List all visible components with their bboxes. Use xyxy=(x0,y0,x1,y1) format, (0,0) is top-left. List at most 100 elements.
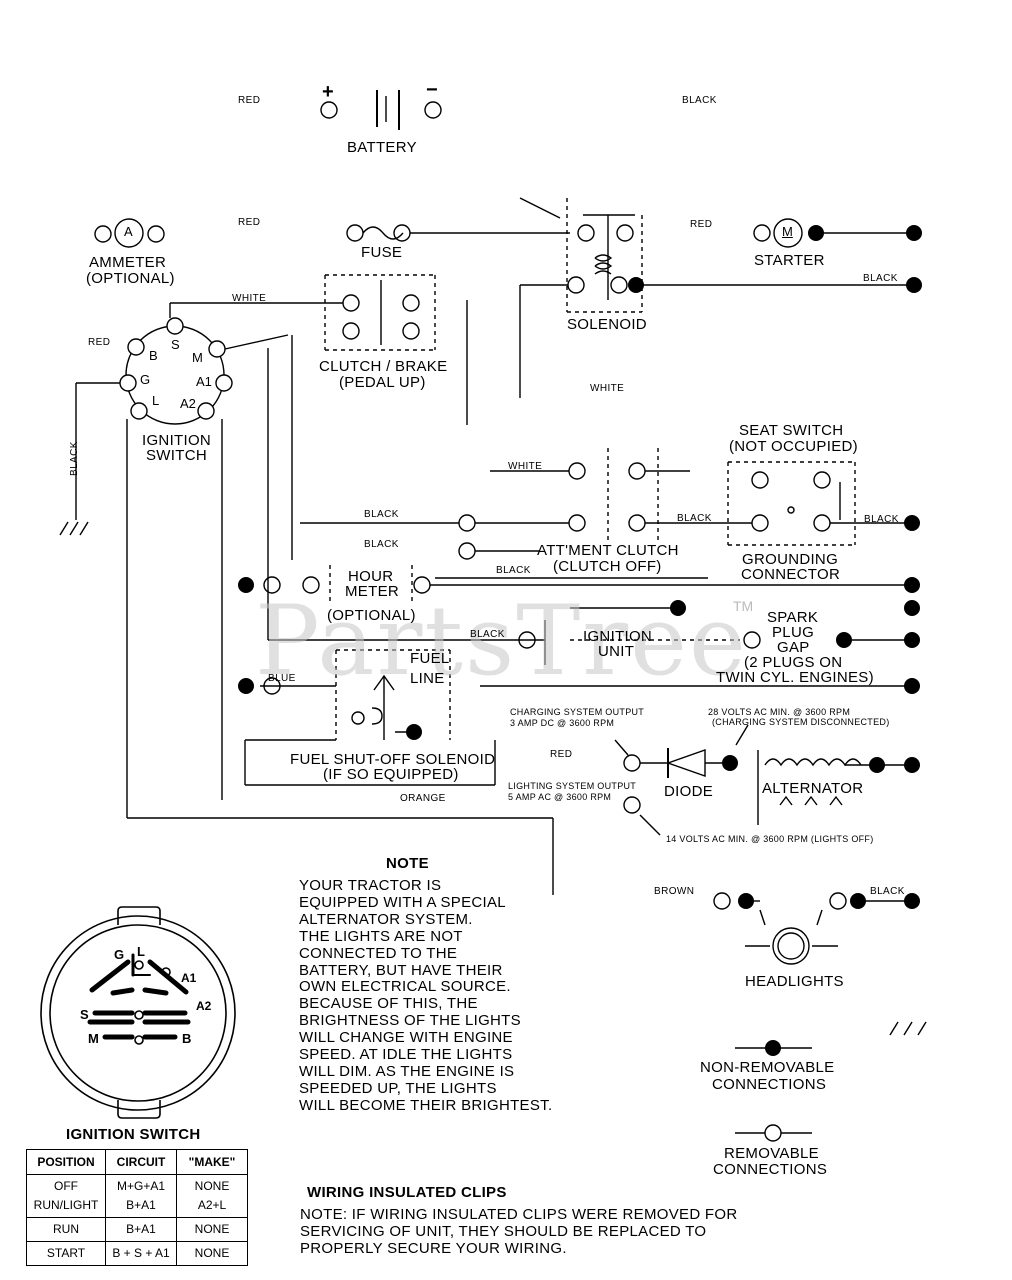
table-cell: B + S + A1 xyxy=(105,1241,177,1266)
headlights-label: HEADLIGHTS xyxy=(745,973,844,990)
terminal-l: L xyxy=(152,393,160,408)
table-cell: START xyxy=(26,1241,106,1266)
switch-letter-a1: A1 xyxy=(181,971,197,985)
wire-label-black-1: BLACK xyxy=(364,509,399,520)
note-line: WILL DIM. AS THE ENGINE IS xyxy=(299,1062,515,1080)
note-line: WILL CHANGE WITH ENGINE xyxy=(299,1029,513,1047)
lighting-output-label: LIGHTING SYSTEM OUTPUT xyxy=(508,781,637,791)
charging-output-label: CHARGING SYSTEM OUTPUT xyxy=(510,707,645,717)
wire-label-black-3: BLACK xyxy=(496,565,531,576)
table-cell: NONE xyxy=(176,1241,248,1266)
fuel-shutoff-solenoid-label: FUEL SHUT-OFF SOLENOID xyxy=(290,751,496,768)
clutch-brake-pedal-label: (PEDAL UP) xyxy=(339,374,426,391)
table-cell-text: M+G+A1 xyxy=(116,1179,166,1193)
volts28-label: 28 VOLTS AC MIN. @ 3600 RPM xyxy=(708,707,851,717)
starter-label: STARTER xyxy=(754,252,825,269)
wire-label-black-2: BLACK xyxy=(364,539,399,550)
wire-label-black-seat-left: BLACK xyxy=(677,513,712,524)
legend-removable-label-2: CONNECTIONS xyxy=(713,1161,828,1178)
table-cell: NONE xyxy=(176,1217,248,1242)
clutch-brake-label: CLUTCH / BRAKE xyxy=(319,358,448,375)
wire-label-red-ignition: RED xyxy=(88,337,111,348)
terminal-b: B xyxy=(149,348,158,363)
wire-label-red-diode: RED xyxy=(550,749,573,760)
note-line: BECAUSE OF THIS, THE xyxy=(299,995,478,1013)
clips-note-line: PROPERLY SECURE YOUR WIRING. xyxy=(300,1239,567,1257)
ammeter-optional-label: (OPTIONAL) xyxy=(86,270,175,287)
clips-note-line: SERVICING OF UNIT, THEY SHOULD BE REPLAC… xyxy=(300,1222,707,1240)
wire-label-brown: BROWN xyxy=(654,886,695,897)
table-header-make: "MAKE" xyxy=(176,1149,248,1175)
terminal-a1: A1 xyxy=(196,374,212,389)
fuel-line-label: FUEL xyxy=(410,650,450,667)
switch-letter-a2: A2 xyxy=(196,999,212,1013)
switch-letter-l: L xyxy=(137,944,145,959)
wire-label-orange: ORANGE xyxy=(400,793,446,804)
grounding-connector-label: GROUNDING xyxy=(742,551,839,568)
note-title: NOTE xyxy=(386,855,429,872)
volts28-condition: (CHARGING SYSTEM DISCONNECTED) xyxy=(712,717,890,727)
note-line: OWN ELECTRICAL SOURCE. xyxy=(299,978,511,996)
ignition-switch-label: IGNITION xyxy=(142,432,212,449)
legend-removable-label: REMOVABLE xyxy=(724,1145,819,1162)
note-line: SPEEDED UP, THE LIGHTS xyxy=(299,1079,497,1097)
diode-label: DIODE xyxy=(664,783,714,800)
alternator-label: ALTERNATOR xyxy=(762,780,864,797)
spark-plug-count-label: (2 PLUGS ON xyxy=(744,654,843,671)
spark-plug-engine-label: TWIN CYL. ENGINES) xyxy=(716,669,874,686)
table-cell: B+A1 xyxy=(105,1217,177,1242)
table-cell-text: RUN/LIGHT xyxy=(33,1198,99,1212)
table-row: RUN B+A1 NONE xyxy=(26,1217,248,1242)
table-cell-text: B+A1 xyxy=(126,1198,156,1212)
battery-label: BATTERY xyxy=(347,139,417,156)
spark-plug-label-2: PLUG xyxy=(772,624,815,641)
note-line: BRIGHTNESS OF THE LIGHTS xyxy=(299,1012,521,1030)
terminal-a2: A2 xyxy=(180,396,196,411)
wire-label-black-starter: BLACK xyxy=(863,273,898,284)
hour-meter-label: HOUR xyxy=(348,568,394,585)
wire-label-black-battery: BLACK xyxy=(682,95,717,106)
legend-non-removable-label-2: CONNECTIONS xyxy=(712,1076,827,1093)
ammeter-letter: A xyxy=(124,224,133,239)
clips-note: NOTE: IF WIRING INSULATED CLIPS WERE REM… xyxy=(300,1206,738,1257)
terminal-m: M xyxy=(192,350,203,365)
fuel-shutoff-equipped-label: (IF SO EQUIPPED) xyxy=(323,766,459,783)
legend-non-removable-label: NON-REMOVABLE xyxy=(700,1059,835,1076)
watermark-trademark: TM xyxy=(733,598,754,614)
table-header-circuit: CIRCUIT xyxy=(105,1149,177,1175)
watermark: PartsTree xyxy=(255,585,748,697)
ammeter-label: AMMETER xyxy=(89,254,167,271)
ignition-unit-label-2: UNIT xyxy=(598,643,635,660)
spark-plug-gap-label: GAP xyxy=(777,639,810,656)
terminal-g: G xyxy=(140,372,151,387)
grounding-connector-label-2: CONNECTOR xyxy=(741,566,841,583)
clips-note-line: NOTE: IF WIRING INSULATED CLIPS WERE REM… xyxy=(300,1206,738,1223)
wire-label-black-ignunit: BLACK xyxy=(470,629,505,640)
seat-switch-label: SEAT SWITCH xyxy=(739,422,844,439)
volts14-label: 14 VOLTS AC MIN. @ 3600 RPM (LIGHTS OFF) xyxy=(666,834,874,844)
wire-label-black-ground: BLACK xyxy=(69,441,80,476)
note-line: EQUIPPED WITH A SPECIAL xyxy=(299,893,506,911)
note-line: WILL BECOME THEIR BRIGHTEST. xyxy=(299,1096,553,1114)
solenoid-label: SOLENOID xyxy=(567,316,647,333)
table-cell-text: A2+L xyxy=(197,1198,227,1212)
wire-label-red-fuse: RED xyxy=(238,217,261,228)
attachment-clutch-label: ATT'MENT CLUTCH xyxy=(537,542,679,559)
ignition-switch-title: IGNITION SWITCH xyxy=(66,1126,201,1143)
note-line: BATTERY, BUT HAVE THEIR xyxy=(299,961,503,979)
note-body: YOUR TRACTOR IS EQUIPPED WITH A SPECIAL … xyxy=(299,877,553,1115)
lighting-output-rating: 5 AMP AC @ 3600 RPM xyxy=(508,792,612,802)
note-line: THE LIGHTS ARE NOT xyxy=(299,927,463,945)
attachment-clutch-off-label: (CLUTCH OFF) xyxy=(553,558,662,575)
note-line: ALTERNATOR SYSTEM. xyxy=(299,910,473,928)
wire-label-red-battery: RED xyxy=(238,95,261,106)
note-line: SPEED. AT IDLE THE LIGHTS xyxy=(299,1046,513,1064)
battery-minus-sign: − xyxy=(426,79,438,101)
switch-letter-g: G xyxy=(114,947,125,962)
battery-plus-sign: + xyxy=(322,81,334,103)
